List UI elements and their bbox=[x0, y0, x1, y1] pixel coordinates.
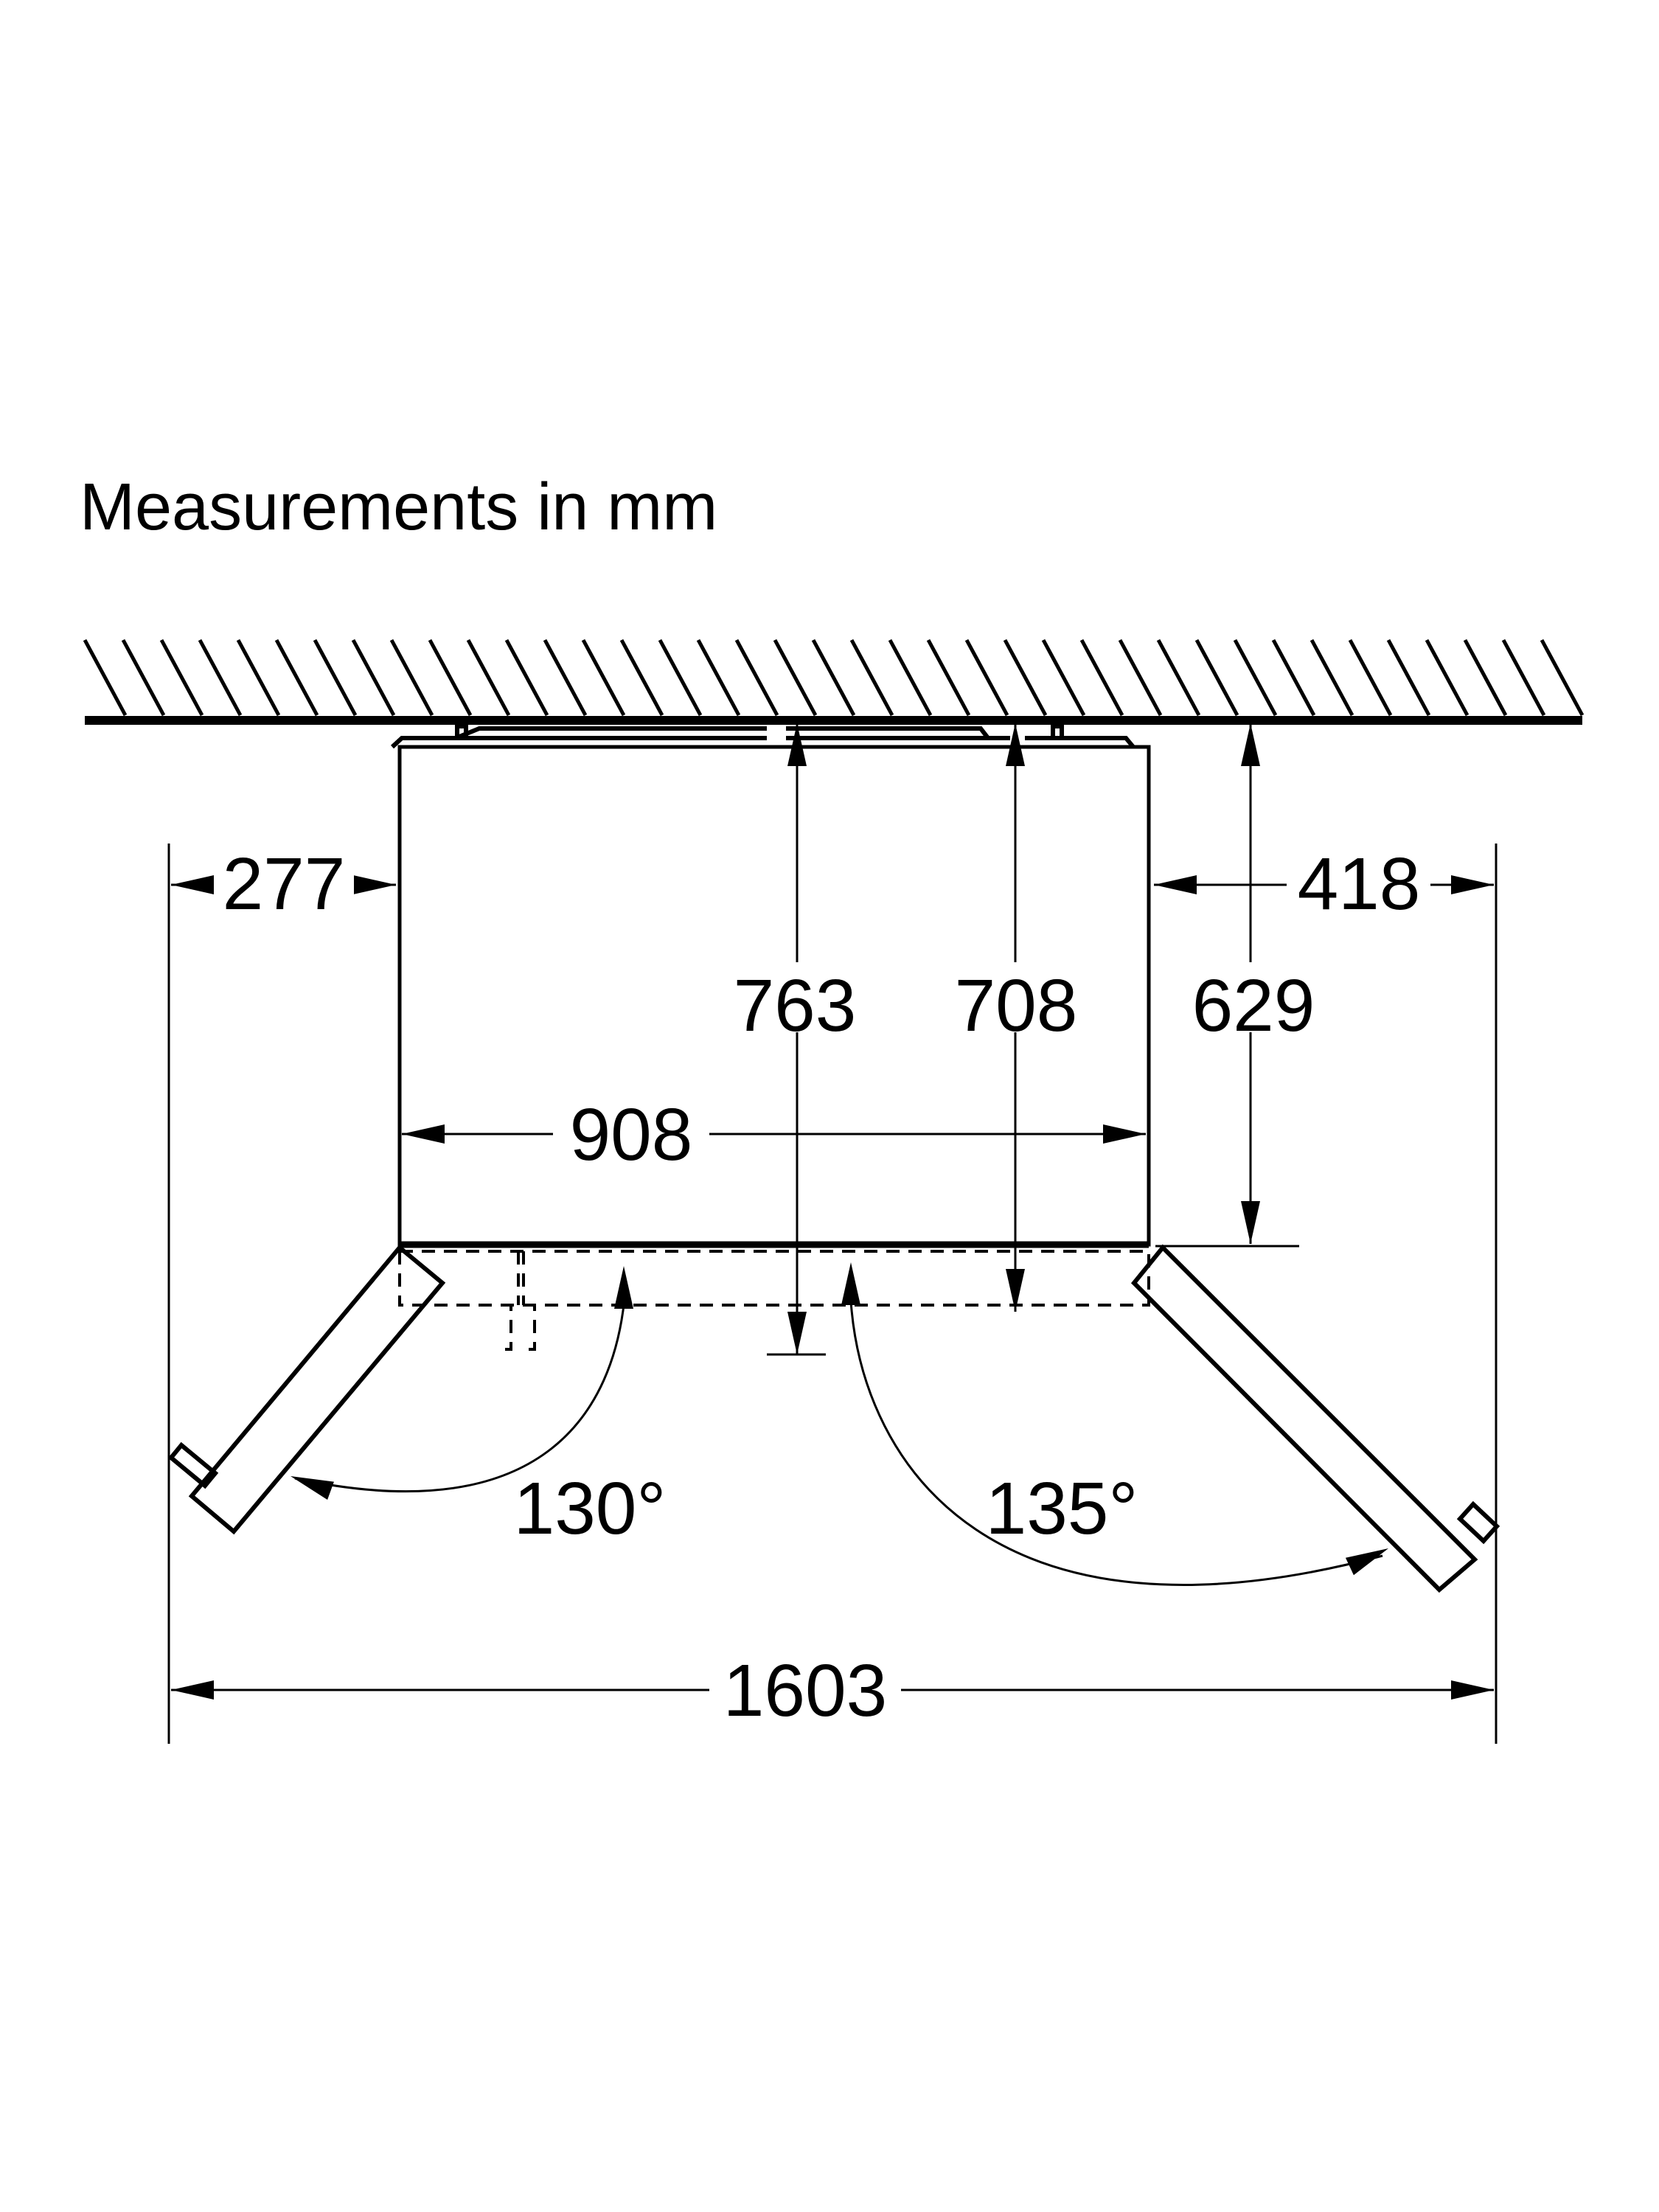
arrowhead bbox=[1451, 875, 1494, 894]
arrowhead bbox=[787, 723, 807, 766]
arrowhead bbox=[787, 1312, 807, 1354]
hatch-line bbox=[159, 639, 204, 717]
dim-708: 708 bbox=[955, 964, 1078, 1047]
hatch-line bbox=[619, 639, 664, 717]
hatch-line bbox=[543, 639, 588, 717]
dimension-labels: 277 418 763 708 629 908 1603 130° 135° bbox=[214, 843, 1430, 1732]
hatch-line bbox=[351, 639, 396, 717]
arrowhead bbox=[171, 875, 214, 894]
left-door bbox=[167, 1244, 446, 1535]
dim-908: 908 bbox=[570, 1093, 693, 1176]
hatch-line bbox=[849, 639, 894, 717]
arrowhead bbox=[1345, 1548, 1388, 1576]
arc-arrowheads bbox=[291, 1262, 1388, 1576]
hatch-line bbox=[1348, 639, 1393, 717]
hatch-line bbox=[1501, 639, 1546, 717]
dim-763: 763 bbox=[734, 964, 857, 1047]
arrowhead bbox=[353, 875, 396, 894]
hatch-line bbox=[1271, 639, 1316, 717]
arrowhead bbox=[1154, 875, 1197, 894]
hatch-line bbox=[1118, 639, 1163, 717]
hatch-line bbox=[428, 639, 473, 717]
angle-135: 135° bbox=[986, 1467, 1138, 1550]
left-swing-arc bbox=[294, 1304, 625, 1493]
wall bbox=[83, 639, 1585, 725]
hatch-line bbox=[581, 639, 626, 717]
hatch-line bbox=[658, 639, 703, 717]
hatch-line bbox=[811, 639, 856, 717]
hatch-line bbox=[1079, 639, 1124, 717]
hatch-line bbox=[121, 639, 166, 717]
hatch-line bbox=[274, 639, 319, 717]
arrowhead bbox=[614, 1266, 633, 1309]
hatch-line bbox=[1156, 639, 1201, 717]
hatch-line bbox=[773, 639, 818, 717]
arrowhead bbox=[1451, 1680, 1494, 1700]
hatch-line bbox=[504, 639, 549, 717]
hatch-line bbox=[466, 639, 511, 717]
hatch-line bbox=[888, 639, 933, 717]
hatch-line bbox=[389, 639, 434, 717]
arrowhead bbox=[1006, 723, 1025, 766]
hatch-line bbox=[1194, 639, 1239, 717]
hatch-line bbox=[964, 639, 1009, 717]
arrowhead bbox=[1241, 723, 1260, 766]
fridge-body bbox=[390, 724, 1151, 1248]
hatch-line bbox=[696, 639, 741, 717]
angle-130: 130° bbox=[514, 1467, 667, 1550]
page-title: Measurements in mm bbox=[80, 470, 717, 544]
dimension-lines bbox=[171, 723, 1494, 1700]
hatch-line bbox=[83, 639, 128, 717]
hatch-line bbox=[1041, 639, 1086, 717]
extension-lines bbox=[167, 844, 1498, 1744]
hatch-line bbox=[734, 639, 779, 717]
hatch-line bbox=[198, 639, 243, 717]
hatch-line bbox=[236, 639, 281, 717]
arrowhead bbox=[1103, 1124, 1146, 1144]
arrowhead bbox=[1006, 1269, 1025, 1312]
hatch-line bbox=[313, 639, 358, 717]
arrowhead bbox=[402, 1124, 445, 1144]
arrowhead bbox=[171, 1680, 214, 1700]
dim-277: 277 bbox=[223, 843, 346, 925]
arrowhead bbox=[291, 1476, 334, 1500]
hatch-line bbox=[1540, 639, 1585, 717]
hatch-line bbox=[1386, 639, 1431, 717]
right-swing-arc bbox=[849, 1301, 1383, 1586]
dim-1603: 1603 bbox=[723, 1649, 887, 1732]
arrowhead bbox=[1241, 1201, 1260, 1244]
hatch-line bbox=[1233, 639, 1278, 717]
arrowhead bbox=[841, 1262, 860, 1305]
dim-629: 629 bbox=[1192, 964, 1315, 1047]
hatch-line bbox=[1003, 639, 1048, 717]
hatch-line bbox=[1463, 639, 1508, 717]
door-swing-zone bbox=[398, 1250, 1150, 1351]
hatch-line bbox=[926, 639, 971, 717]
hatch-line bbox=[1310, 639, 1354, 717]
hatch-line bbox=[1425, 639, 1470, 717]
dim-418: 418 bbox=[1298, 843, 1421, 925]
right-door bbox=[1130, 1244, 1500, 1593]
